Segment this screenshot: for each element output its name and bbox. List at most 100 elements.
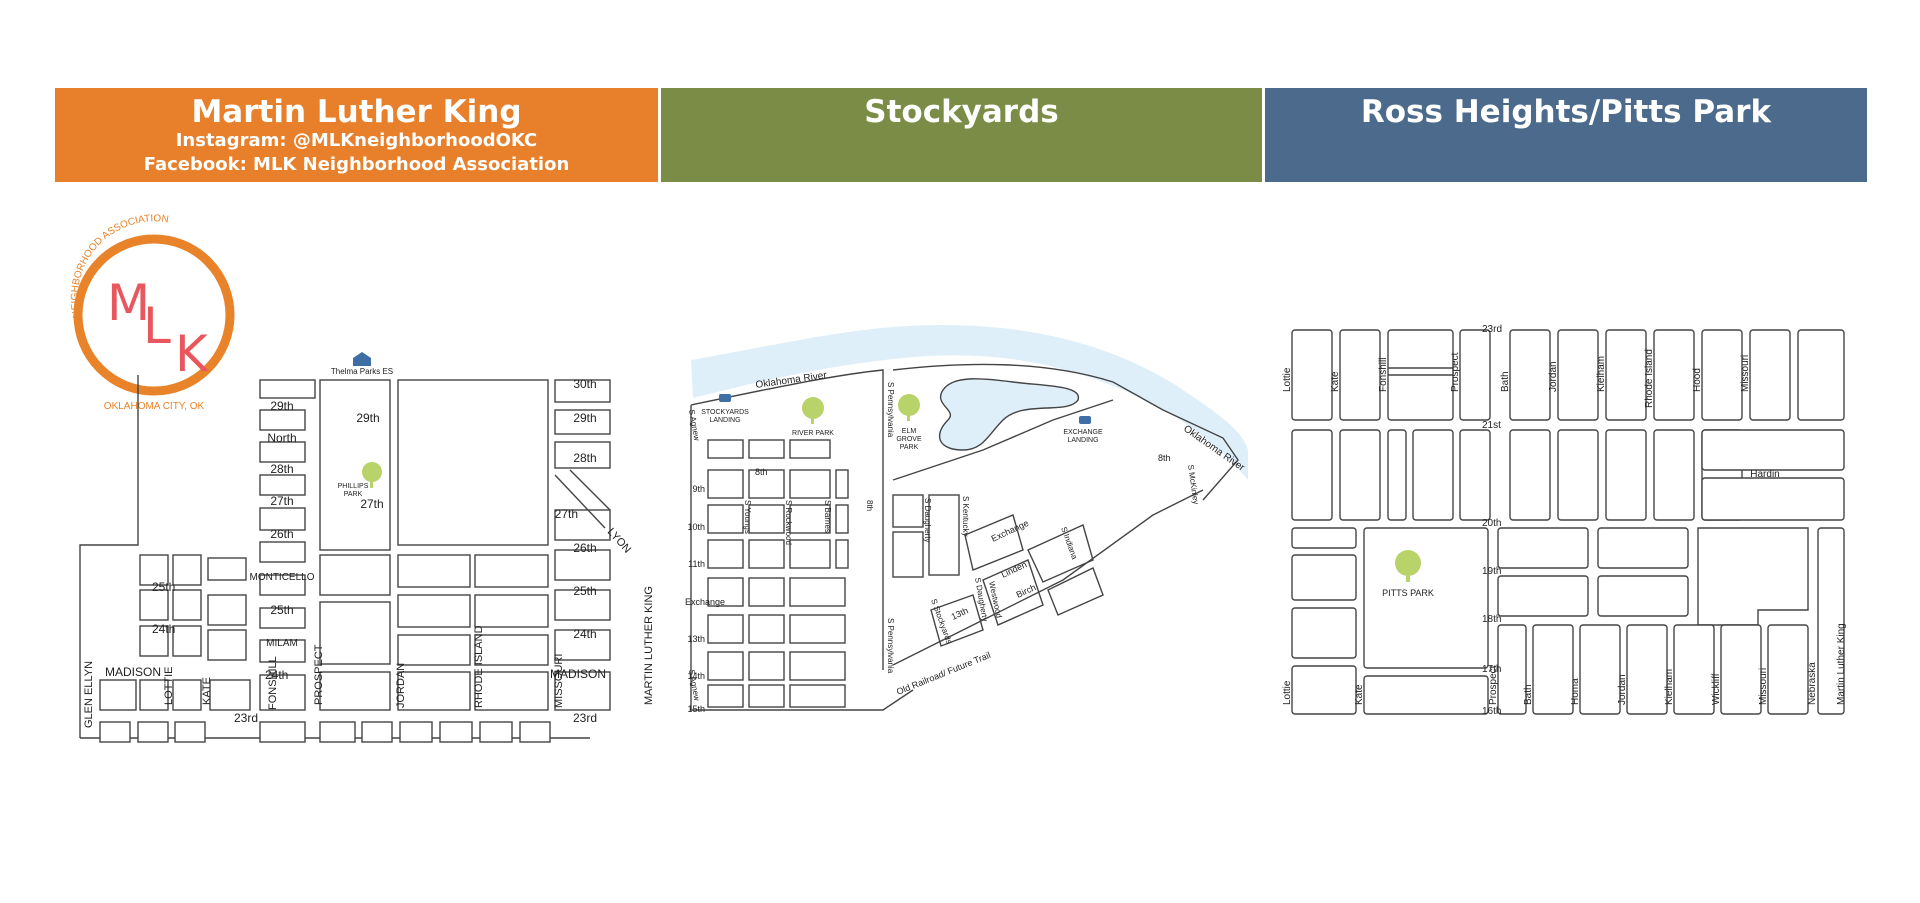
street-label: 13th	[687, 634, 705, 644]
street-label: S Indiana	[1059, 526, 1079, 561]
school-icon	[353, 352, 371, 366]
street-label: 17th	[1482, 664, 1501, 675]
pitts-park-tree-icon	[1395, 550, 1421, 582]
street-label: Missouri	[1758, 668, 1769, 705]
street-label: Lottie	[1282, 367, 1293, 392]
street-label: MARTIN LUTHER KING	[643, 586, 655, 705]
logo-letter-m: M	[107, 274, 150, 332]
street-label: 23rd	[573, 711, 597, 725]
logo-letter-l: L	[143, 297, 171, 355]
street-label: 11th	[688, 559, 705, 569]
street-label: 8th	[1158, 453, 1171, 463]
street-label: Jordan	[1548, 361, 1559, 392]
street-label: 29th	[573, 411, 596, 425]
street-label: 25th	[270, 603, 293, 617]
street-label: S Stockyards	[929, 598, 954, 645]
street-label: 9th	[692, 484, 705, 494]
street-label: 28th	[270, 462, 293, 476]
street-label: S McKinley	[1186, 464, 1200, 505]
street-label: 15th	[687, 704, 705, 714]
street-label: S Youngs	[743, 500, 752, 534]
street-label: GLEN ELLYN	[83, 661, 95, 728]
street-label: 23rd	[234, 711, 258, 725]
street-label: 19th	[1482, 566, 1501, 577]
street-label: 18th	[1482, 614, 1501, 625]
street-label: 26th	[573, 541, 596, 555]
header-mlk: Martin Luther King Instagram: @MLKneighb…	[55, 88, 658, 182]
street-label: Homa	[1570, 678, 1581, 705]
street-label: Kate	[1354, 684, 1365, 705]
street-label: 25th	[152, 580, 175, 594]
stockyards-landing-label: STOCKYARDS	[701, 409, 749, 416]
street-label: 28th	[573, 451, 596, 465]
stockyards-blocks	[690, 363, 1239, 711]
street-label: 24th	[265, 668, 288, 682]
street-label: 16th	[1482, 706, 1501, 717]
pitts-park-label: PITTS PARK	[1382, 588, 1434, 598]
phillips-park-label-2: PARK	[344, 491, 363, 498]
street-label: Missouri	[1740, 355, 1751, 392]
street-label: 29th	[356, 411, 379, 425]
street-label: 21st	[1482, 420, 1501, 431]
street-label: S Pennsylvania	[886, 382, 895, 438]
header-mlk-title: Martin Luther King	[191, 94, 522, 130]
street-label: S Agnew	[687, 409, 701, 442]
exchange-landing-label-2: LANDING	[1067, 437, 1098, 444]
street-label: 27th	[555, 507, 578, 521]
street-label: Jordan	[1617, 674, 1628, 705]
mlk-logo: NEIGHBORHOOD ASSOCIATION M L K OKLAHOMA …	[70, 213, 235, 412]
mlk-map: Thelma Parks ES PHILLIPS PARK 30th 29th …	[79, 352, 655, 743]
street-label: 8th	[865, 500, 874, 511]
header-ross-heights: Ross Heights/Pitts Park	[1265, 88, 1867, 182]
street-label: 20th	[1482, 518, 1501, 529]
street-label: PROSPECT	[313, 644, 325, 705]
street-label: North	[267, 431, 296, 445]
stockyards-landing-icon	[719, 394, 731, 402]
street-label: 24th	[152, 622, 175, 636]
street-label: S Pennsylvania	[886, 618, 895, 674]
mlk-map-blocks	[79, 375, 611, 743]
street-label: KATE	[201, 677, 213, 705]
elm-grove-label-3: PARK	[900, 444, 919, 451]
street-label: Wickliff	[1711, 673, 1722, 705]
street-label: 27th	[270, 494, 293, 508]
header-stockyards: Stockyards	[661, 88, 1262, 182]
street-label: Hood	[1692, 368, 1703, 392]
street-label: 26th	[270, 527, 293, 541]
street-label: S Daugherty	[923, 498, 932, 542]
street-label: Rhode Island	[1644, 349, 1655, 408]
header-stockyards-title: Stockyards	[864, 94, 1059, 130]
logo-letter-k: K	[175, 325, 209, 383]
street-label: 23rd	[1482, 324, 1502, 335]
street-label: RHODE ISLAND	[473, 625, 485, 708]
street-label: MILAM	[266, 638, 298, 649]
street-label: S Daugherty	[973, 577, 990, 622]
street-label: MADISON	[550, 667, 606, 681]
street-label: Prospect	[1450, 352, 1461, 392]
park-tree-icon	[362, 462, 382, 488]
street-label: 25th	[573, 584, 596, 598]
street-label: LOTTIE	[163, 666, 175, 705]
street-label: Fonshill	[1378, 358, 1389, 392]
header-mlk-facebook: Facebook: MLK Neighborhood Association	[143, 154, 570, 175]
street-label: 30th	[573, 377, 596, 391]
street-label: 29th	[270, 399, 293, 413]
stockyards-map: Oklahoma River Oklahoma River STOCKYARDS…	[685, 325, 1248, 714]
stockyards-landing-label-2: LANDING	[709, 417, 740, 424]
street-label: 14th	[687, 671, 705, 681]
street-label: S Barnes	[823, 500, 832, 533]
river-park-tree-icon	[802, 397, 824, 424]
street-label: Hardin	[1750, 469, 1779, 480]
river-park-label: RIVER PARK	[792, 430, 834, 437]
street-label: Bath	[1523, 684, 1534, 705]
street-label: JORDAN	[395, 663, 407, 708]
street-label: Kielham	[1664, 669, 1675, 705]
elm-grove-lake	[938, 378, 1079, 451]
ross-blocks	[1291, 329, 1845, 715]
street-label: MISSOURI	[553, 654, 565, 708]
street-label: 10th	[687, 522, 705, 532]
street-label: MADISON	[105, 665, 161, 679]
street-label: Nebraska	[1807, 662, 1818, 705]
logo-ring	[73, 234, 235, 396]
street-label: 8th	[755, 467, 768, 477]
